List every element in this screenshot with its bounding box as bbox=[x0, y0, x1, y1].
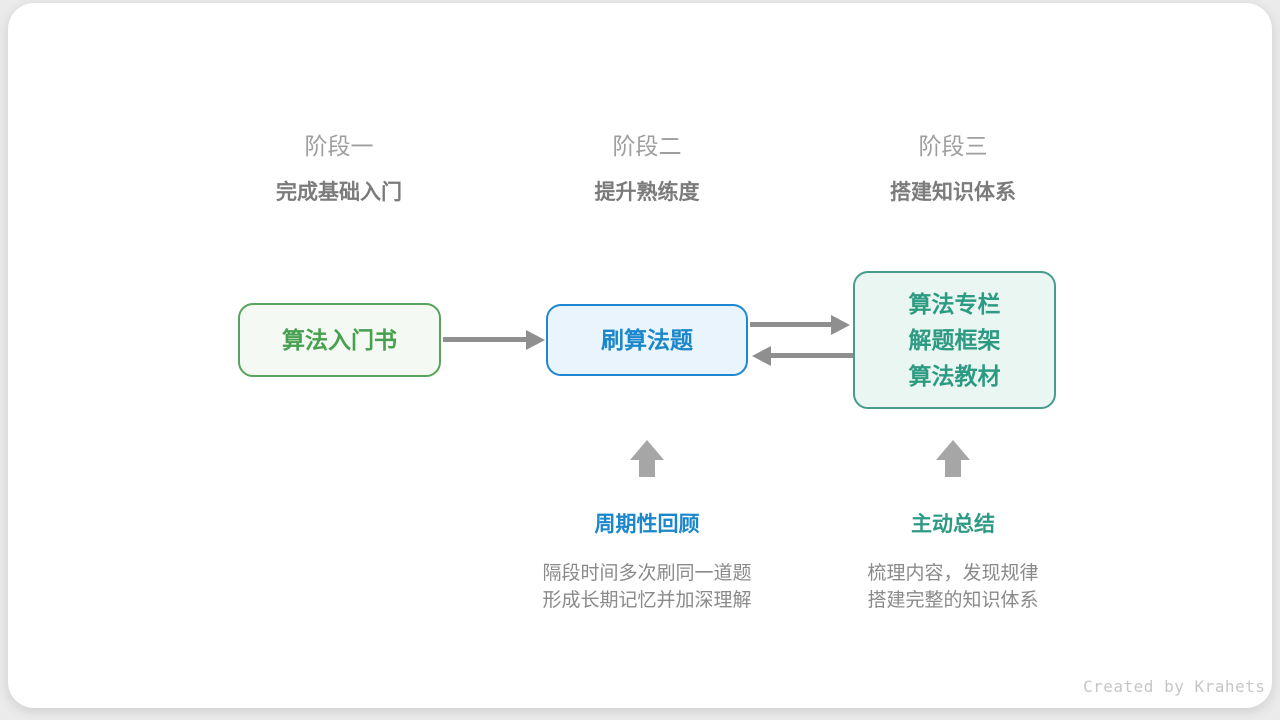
stage-2-subtitle: 提升熟练度 bbox=[594, 181, 700, 204]
annotation-active-summary-title: 主动总结 bbox=[911, 513, 995, 536]
stage-2-label: 阶段二 bbox=[612, 133, 682, 159]
annotation-desc-line: 隔段时间多次刷同一道题 bbox=[542, 563, 752, 584]
arrow-right-icon bbox=[443, 337, 528, 342]
annotation-desc-line: 梳理内容，发现规律 bbox=[867, 563, 1039, 584]
annotation-periodic-review: 周期性回顾 隔段时间多次刷同一道题 形成长期记忆并加深理解 bbox=[497, 512, 797, 614]
annotation-active-summary-desc: 梳理内容，发现规律 搭建完整的知识体系 bbox=[803, 560, 1103, 614]
node-resources-line-2: 解题框架 bbox=[908, 327, 1001, 353]
node-knowledge-resources: 算法专栏 解题框架 算法教材 bbox=[853, 271, 1056, 409]
node-resources-line-3: 算法教材 bbox=[908, 363, 1001, 389]
arrow-right-head-icon bbox=[831, 315, 850, 335]
arrow-right-head-icon bbox=[526, 330, 545, 350]
credit-text: Created by Krahets bbox=[1083, 677, 1266, 696]
annotation-periodic-review-desc: 隔段时间多次刷同一道题 形成长期记忆并加深理解 bbox=[497, 560, 797, 614]
arrow-left-icon bbox=[771, 353, 853, 358]
annotation-desc-line: 形成长期记忆并加深理解 bbox=[542, 590, 752, 611]
node-intro-book-label: 算法入门书 bbox=[282, 327, 397, 353]
node-practice-problems: 刷算法题 bbox=[546, 304, 748, 376]
node-intro-book: 算法入门书 bbox=[238, 303, 441, 377]
up-arrow-icon bbox=[936, 440, 970, 460]
up-arrow-stem-icon bbox=[639, 459, 655, 477]
annotation-desc-line: 搭建完整的知识体系 bbox=[867, 590, 1039, 611]
stage-header-1: 阶段一 完成基础入门 bbox=[189, 133, 489, 206]
stage-1-label: 阶段一 bbox=[304, 133, 374, 159]
stage-3-label: 阶段三 bbox=[918, 133, 988, 159]
stage-header-2: 阶段二 提升熟练度 bbox=[497, 133, 797, 206]
up-arrow-icon bbox=[630, 440, 664, 460]
annotation-active-summary: 主动总结 梳理内容，发现规律 搭建完整的知识体系 bbox=[803, 512, 1103, 614]
arrow-right-icon bbox=[750, 322, 832, 327]
arrow-left-head-icon bbox=[752, 346, 771, 366]
stage-header-3: 阶段三 搭建知识体系 bbox=[803, 133, 1103, 206]
up-arrow-stem-icon bbox=[945, 459, 961, 477]
node-resources-line-1: 算法专栏 bbox=[908, 291, 1001, 317]
annotation-periodic-review-title: 周期性回顾 bbox=[594, 513, 700, 536]
node-practice-problems-label: 刷算法题 bbox=[601, 327, 693, 353]
stage-1-subtitle: 完成基础入门 bbox=[276, 181, 402, 204]
diagram-card: 阶段一 完成基础入门 阶段二 提升熟练度 阶段三 搭建知识体系 算法入门书 刷算… bbox=[8, 3, 1272, 708]
stage-3-subtitle: 搭建知识体系 bbox=[890, 181, 1016, 204]
